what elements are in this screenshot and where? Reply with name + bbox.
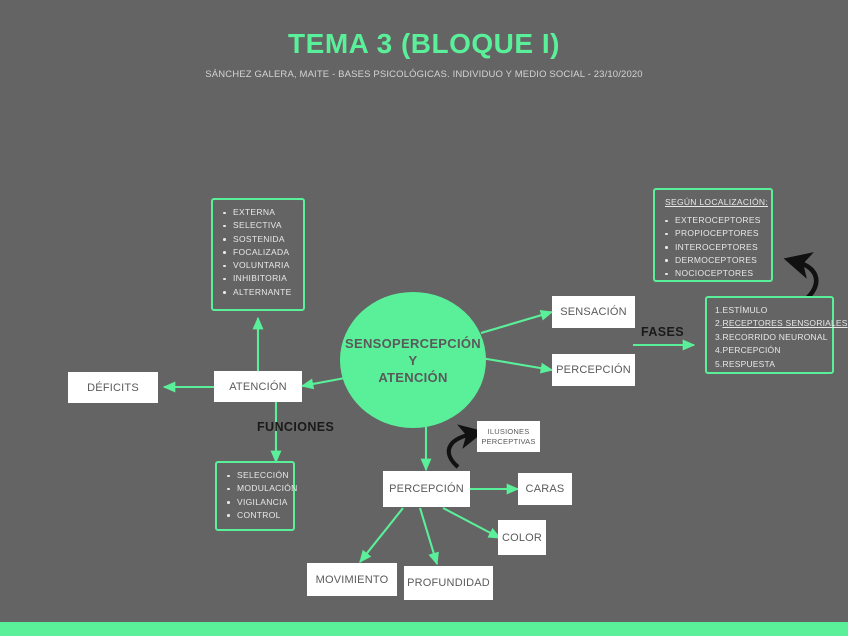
bottom-accent-bar [0, 622, 848, 636]
page-subtitle: SÁNCHEZ GALERA, MAITE - BASES PSICOLÓGIC… [205, 69, 643, 80]
atencion-funciones-box[interactable]: SELECCIÓN MODULACIÓN VIGILANCIA CONTROL [215, 461, 297, 531]
list-item: 1.ESTÍMULO [715, 304, 826, 317]
fases-item-text: ESTÍMULO [722, 305, 768, 315]
list-item: SELECTIVA [223, 219, 297, 232]
list-item: SELECCIÓN [227, 469, 289, 482]
box-percepcion-bottom[interactable]: PERCEPCIÓN [383, 471, 470, 507]
receptores-localizacion-box[interactable]: SEGÚN LOCALIZACIÓN: EXTEROCEPTORES PROPI… [653, 188, 773, 282]
box-ilusiones-line-1: ILUSIONES [487, 426, 530, 436]
list-item: MODULACIÓN [227, 482, 297, 495]
list-item: NOCIOCEPTORES [665, 267, 765, 280]
fases-item-text: PERCEPCIÓN [722, 345, 781, 356]
list-item: 5.RESPUESTA [715, 358, 826, 371]
list-item: CONTROL [227, 509, 287, 522]
atencion-types-box[interactable]: EXTERNA SELECTIVA SOSTENIDA FOCALIZADA V… [211, 198, 305, 311]
central-node-line-3: ATENCIÓN [378, 369, 448, 385]
list-item: 4.PERCEPCIÓN [715, 344, 826, 357]
list-item: DERMOCEPTORES [665, 254, 765, 267]
list-item: INTEROCEPTORES [665, 241, 765, 254]
fases-list-box[interactable]: 1.ESTÍMULO 2.RECEPTORES SENSORIALES 3.RE… [705, 296, 847, 377]
page-title: TEMA 3 (BLOQUE I) [288, 28, 560, 59]
receptores-heading: SEGÚN LOCALIZACIÓN: [665, 197, 768, 207]
box-deficits[interactable]: DÉFICITS [68, 372, 158, 403]
atencion-types-list: EXTERNA SELECTIVA SOSTENIDA FOCALIZADA V… [213, 200, 303, 305]
box-atencion[interactable]: ATENCIÓN [214, 371, 302, 402]
central-node-sensopercepcion-y-atencion[interactable]: SENSOPERCEPCIÓN Y ATENCIÓN [340, 292, 486, 428]
list-item: 3.RECORRIDO NEURONAL [715, 331, 828, 344]
list-item: ALTERNANTE [223, 286, 297, 299]
fases-item-number: 1. [715, 305, 723, 315]
list-item: INHIBITORIA [223, 272, 297, 285]
box-caras[interactable]: CARAS [518, 473, 572, 505]
box-color[interactable]: COLOR [498, 520, 546, 555]
fases-item-text: RESPUESTA [722, 358, 776, 369]
central-node-line-2: Y [408, 352, 418, 368]
fases-item-number: 2. [715, 318, 723, 329]
box-sensacion[interactable]: SENSACIÓN [552, 296, 635, 328]
box-ilusiones-line-2: PERCEPTIVAS [481, 436, 536, 446]
list-item: VOLUNTARIA [223, 259, 297, 272]
atencion-funciones-list: SELECCIÓN MODULACIÓN VIGILANCIA CONTROL [217, 463, 297, 528]
central-node-line-1: SENSOPERCEPCIÓN [345, 335, 481, 351]
list-item: EXTERNA [223, 206, 297, 219]
box-percepcion-right[interactable]: PERCEPCIÓN [552, 354, 635, 386]
fases-item-text: RECEPTORES SENSORIALES [722, 318, 848, 329]
fases-ordered-list: 1.ESTÍMULO 2.RECEPTORES SENSORIALES 3.RE… [707, 298, 847, 377]
list-item: VIGILANCIA [227, 496, 287, 509]
edge-label-fases: FASES [641, 325, 684, 339]
list-item: FOCALIZADA [223, 246, 297, 259]
list-item: EXTEROCEPTORES [665, 214, 765, 227]
box-profundidad[interactable]: PROFUNDIDAD [404, 566, 493, 600]
list-item: SOSTENIDA [223, 233, 297, 246]
fases-item-text: RECORRIDO NEURONAL [722, 331, 828, 342]
receptores-list: EXTEROCEPTORES PROPIOCEPTORES INTEROCEPT… [655, 208, 771, 286]
edge-label-funciones: FUNCIONES [257, 420, 335, 434]
fases-item-number: 5. [715, 358, 723, 369]
list-item: PROPIOCEPTORES [665, 227, 765, 240]
fases-item-number: 3. [715, 331, 723, 342]
box-ilusiones-perceptivas[interactable]: ILUSIONES PERCEPTIVAS [477, 421, 540, 452]
list-item: 2.RECEPTORES SENSORIALES [715, 317, 847, 330]
fases-item-number: 4. [715, 345, 723, 356]
box-movimiento[interactable]: MOVIMIENTO [307, 563, 397, 596]
